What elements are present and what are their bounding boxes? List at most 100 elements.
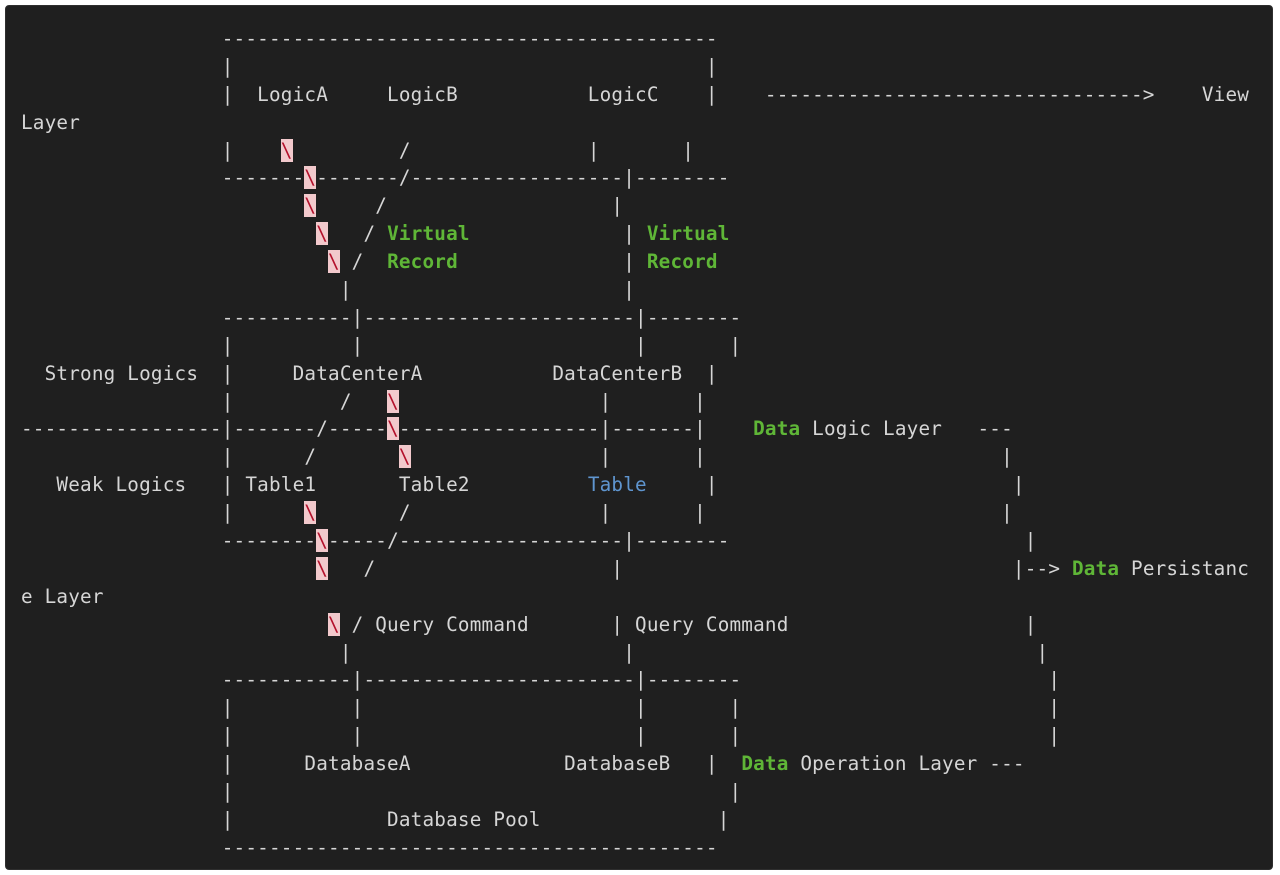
diagram-line: | \ / | |: [21, 137, 1249, 165]
diagram-line: \ / | |--> Data Persistanc: [21, 555, 1249, 583]
diagram-text: | /: [21, 389, 388, 413]
escaped-backslash: \: [316, 529, 329, 553]
diagram-text: e Layer: [21, 584, 104, 608]
diagram-line: e Layer: [21, 583, 1249, 611]
diagram-line: | / \ | | |: [21, 443, 1249, 471]
diagram-line: | LogicA LogicB LogicC | ---------------…: [21, 81, 1249, 109]
diagram-line: --------\-----/-------------------|-----…: [21, 527, 1249, 555]
diagram-line: | | | | |: [21, 694, 1249, 722]
diagram-line: \ / Virtual | Virtual: [21, 220, 1249, 248]
diagram-text: [21, 250, 328, 273]
diagram-text: / Query Command | Query Command |: [339, 612, 1037, 636]
diagram-text: Layer: [21, 110, 81, 134]
diagram-text: -----------------|-------/-----: [21, 417, 388, 441]
diagram-text: | | | |: [21, 333, 742, 357]
diagram-text: -----------|-----------------------|----…: [21, 668, 1061, 692]
diagram-line: | / \ | |: [21, 388, 1249, 416]
diagram-line: Weak Logics | Table1 Table2 Table | |: [21, 471, 1249, 499]
terminal-window: ----------------------------------------…: [5, 5, 1273, 870]
diagram-text: Logic Layer ---: [800, 417, 1013, 441]
diagram-text: | | | | |: [21, 696, 1061, 720]
diagram-line: | DatabaseA DatabaseB | Data Operation L…: [21, 750, 1249, 778]
keyword-highlight: Virtual: [646, 222, 730, 246]
diagram-line: | | | | |: [21, 722, 1249, 750]
diagram-text: / | | |: [316, 501, 1013, 525]
keyword-highlight: Data: [753, 417, 801, 441]
diagram-text: -------: [21, 166, 305, 190]
diagram-text: | |: [21, 278, 636, 302]
diagram-text: -----------------|-------|: [398, 417, 754, 441]
ascii-architecture-diagram: ----------------------------------------…: [21, 25, 1249, 862]
diagram-text: | LogicA LogicB LogicC | ---------------…: [21, 82, 1250, 106]
escaped-backslash: \: [328, 612, 340, 636]
diagram-text: | |: [646, 473, 1025, 497]
diagram-text: /: [328, 222, 388, 246]
diagram-text: [21, 194, 304, 217]
diagram-text: | /: [21, 445, 399, 469]
diagram-line: Strong Logics | DataCenterA DataCenterB …: [21, 360, 1249, 388]
diagram-text: Strong Logics | DataCenterA DataCenterB …: [21, 361, 718, 385]
diagram-line: -----------|-----------------------|----…: [21, 304, 1249, 332]
escaped-backslash: \: [280, 138, 293, 162]
escaped-backslash: \: [328, 250, 340, 274]
diagram-text: |: [469, 222, 647, 246]
diagram-text: |: [457, 250, 647, 274]
diagram-text: Operation Layer ---: [788, 752, 1025, 776]
diagram-text: | | | | |: [21, 724, 1061, 748]
diagram-line: | |: [21, 276, 1249, 304]
diagram-line: \ / Query Command | Query Command |: [21, 611, 1249, 639]
diagram-line: | | | |: [21, 332, 1249, 360]
escaped-backslash: \: [387, 417, 399, 441]
diagram-text: -------/------------------|--------: [316, 166, 730, 190]
diagram-text: ----------------------------------------…: [21, 835, 718, 859]
keyword-highlight: Virtual: [387, 222, 470, 246]
type-highlight: Table: [587, 473, 647, 497]
diagram-text: ----------------------------------------…: [21, 27, 718, 50]
diagram-line: | | |: [21, 639, 1249, 667]
diagram-line: | Database Pool |: [21, 806, 1249, 834]
diagram-text: [21, 613, 328, 636]
diagram-text: [21, 222, 316, 245]
diagram-text: | |: [21, 54, 718, 78]
escaped-backslash: \: [316, 222, 329, 246]
diagram-text: | Database Pool |: [21, 807, 730, 831]
diagram-text: / | |: [292, 138, 695, 162]
diagram-text: Weak Logics | Table1 Table2: [21, 473, 588, 497]
escaped-backslash: \: [387, 389, 399, 413]
diagram-text: | | |: [410, 445, 1013, 469]
keyword-highlight: Record: [646, 250, 718, 274]
escaped-backslash: \: [304, 166, 317, 190]
diagram-line: -----------------|-------/-----\--------…: [21, 415, 1249, 443]
diagram-text: Persistanc: [1119, 556, 1250, 580]
escaped-backslash: \: [304, 194, 317, 218]
diagram-line: \ / |: [21, 192, 1249, 220]
diagram-line: | |: [21, 778, 1249, 806]
diagram-text: --------: [21, 529, 317, 553]
escaped-backslash: \: [304, 501, 317, 525]
diagram-line: -----------|-----------------------|----…: [21, 666, 1249, 694]
diagram-line: Layer: [21, 109, 1249, 137]
diagram-line: \ / Record | Record: [21, 248, 1249, 276]
diagram-text: | DatabaseA DatabaseB |: [21, 752, 742, 776]
diagram-text: |: [21, 501, 305, 525]
diagram-line: | \ / | | |: [21, 499, 1249, 527]
diagram-text: |: [21, 138, 281, 162]
diagram-line: ----------------------------------------…: [21, 834, 1249, 862]
diagram-text: | | |: [21, 640, 1049, 664]
diagram-text: / | |-->: [328, 556, 1072, 580]
diagram-text: | |: [398, 389, 706, 413]
diagram-line: ----------------------------------------…: [21, 25, 1249, 53]
keyword-highlight: Data: [1071, 556, 1120, 580]
diagram-line: -------\-------/------------------|-----…: [21, 164, 1249, 192]
diagram-line: | |: [21, 53, 1249, 81]
diagram-text: -----------|-----------------------|----…: [21, 305, 742, 329]
diagram-text: | |: [21, 780, 742, 804]
escaped-backslash: \: [316, 556, 329, 580]
diagram-text: /: [339, 250, 388, 274]
diagram-text: -----/-------------------|-------- |: [328, 529, 1037, 553]
keyword-highlight: Data: [741, 752, 789, 776]
escaped-backslash: \: [398, 445, 411, 469]
diagram-text: / |: [316, 194, 624, 218]
diagram-text: [21, 557, 316, 580]
keyword-highlight: Record: [387, 250, 458, 274]
